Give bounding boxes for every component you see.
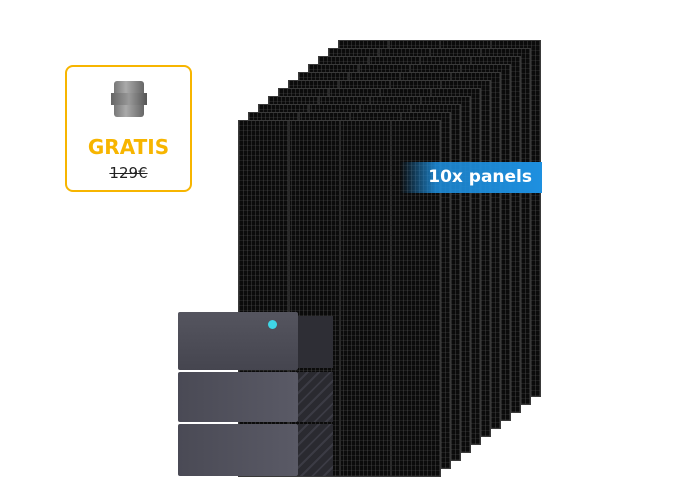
- inverter-side-panel: [298, 316, 333, 368]
- battery-module: [178, 372, 298, 422]
- battery-side-vent: [298, 372, 333, 422]
- battery-module: [178, 424, 298, 476]
- gratis-label: GRATIS: [87, 135, 170, 159]
- battery-inverter-module: [178, 312, 298, 370]
- smart-meter-icon: [111, 81, 147, 117]
- battery-side-vent: [298, 424, 333, 476]
- home-battery-icon: [178, 312, 333, 478]
- old-price: 129€: [109, 164, 148, 182]
- status-led-icon: [268, 320, 277, 329]
- panel-count-badge: 10x panels: [400, 162, 542, 193]
- free-gift-card: GRATIS 129€: [65, 65, 192, 192]
